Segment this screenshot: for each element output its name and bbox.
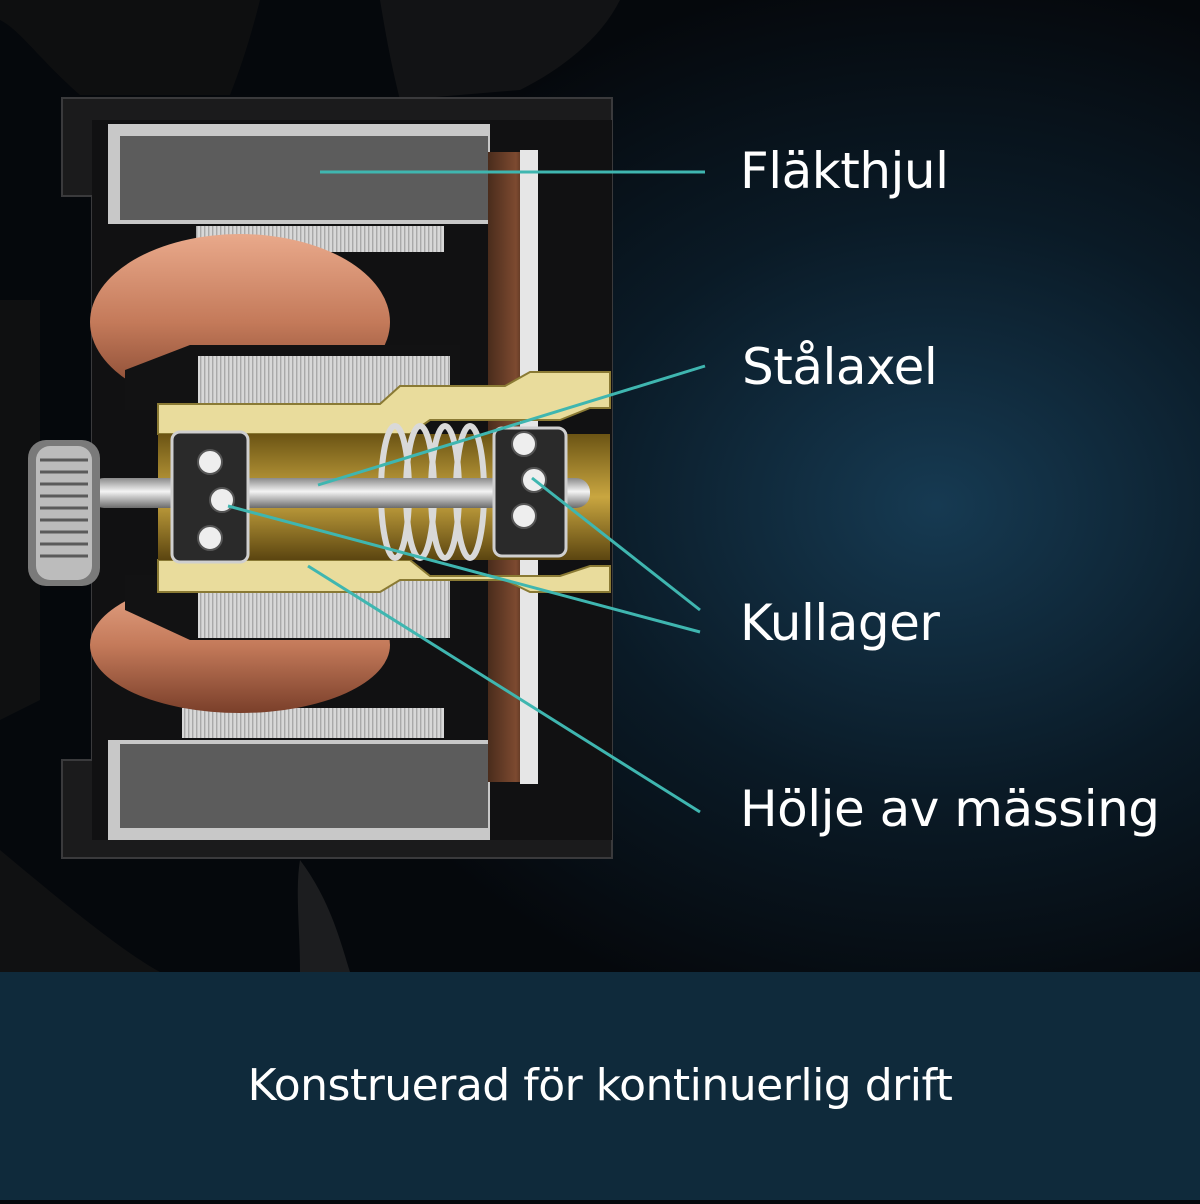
top-magnet (120, 136, 488, 220)
footer-banner: Konstruerad för kontinuerlig drift (0, 972, 1200, 1200)
footer-text: Konstruerad för kontinuerlig drift (247, 1059, 953, 1111)
leader-line-ball-bearing-left (227, 504, 701, 634)
leader-line-steel-shaft (317, 364, 706, 487)
leader-line-brass-housing (307, 564, 701, 814)
leader-line-ball-bearing-right (531, 476, 701, 612)
fan-blades (0, 0, 620, 972)
label-ball-bearing: Kullager (740, 594, 940, 652)
right-ball-bearing (492, 426, 568, 558)
left-ball-bearing (170, 430, 250, 564)
label-brass-housing: Hölje av mässing (740, 780, 1160, 838)
bottom-lamination-strip (182, 708, 444, 738)
label-steel-shaft: Stålaxel (742, 338, 938, 396)
leader-lines (227, 170, 706, 814)
label-fan-wheel: Fläkthjul (740, 142, 949, 200)
brass-housing-bottom (157, 559, 611, 593)
bottom-magnet (120, 744, 488, 828)
knurled-end-cap (28, 440, 100, 586)
